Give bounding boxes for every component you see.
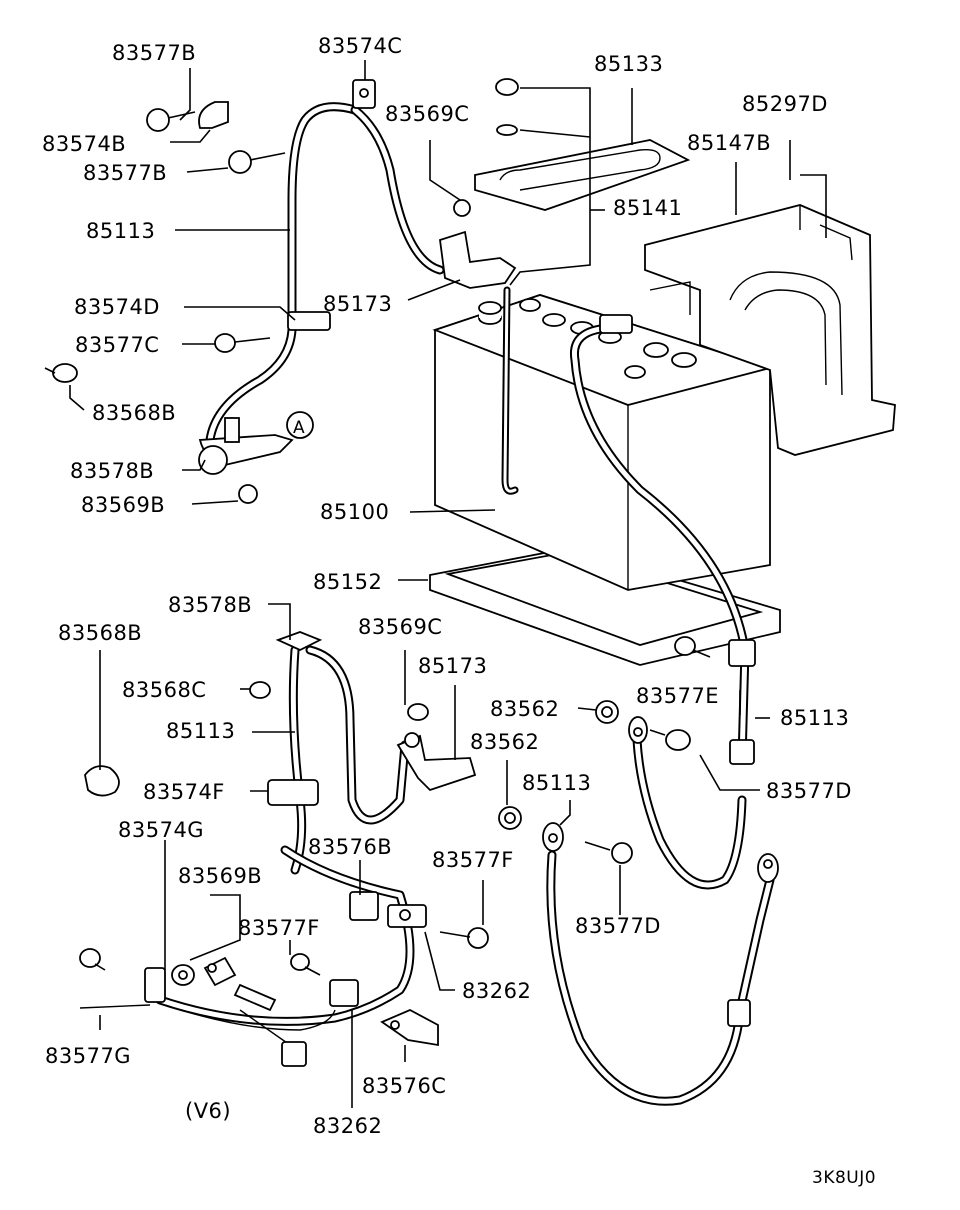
label-83569B-upper: 83569B: [81, 493, 165, 517]
label-83577D-lower: 83577D: [575, 914, 661, 938]
label-85173-lower: 85173: [418, 654, 487, 678]
label-83577E: 83577E: [636, 684, 719, 708]
label-83578B-lower: 83578B: [168, 593, 252, 617]
label-85113-loose: 85113: [522, 771, 591, 795]
label-85152: 85152: [313, 570, 382, 594]
label-83577G: 83577G: [45, 1044, 131, 1068]
callout-A: A: [293, 418, 305, 438]
label-83574G: 83574G: [118, 818, 204, 842]
label-83569B-lower: 83569B: [178, 864, 262, 888]
loose-cable-85113-b: [542, 822, 779, 1106]
label-83574B: 83574B: [42, 132, 126, 156]
label-v6-variant: (V6): [185, 1099, 231, 1123]
label-83568C: 83568C: [122, 678, 206, 702]
label-83574F: 83574F: [143, 780, 225, 804]
leader-lines: [69, 60, 827, 1108]
label-83577B-top: 83577B: [112, 41, 196, 65]
label-83562-right: 83562: [490, 697, 559, 721]
label-83576B: 83576B: [308, 835, 392, 859]
label-85173-upper: 85173: [323, 292, 392, 316]
label-83577D-right: 83577D: [766, 779, 852, 803]
label-83578B-upper: 83578B: [70, 459, 154, 483]
label-83569C-top: 83569C: [385, 102, 469, 126]
label-83262-right: 83262: [462, 979, 531, 1003]
battery-negative-cable: [569, 314, 756, 765]
label-83574C: 83574C: [318, 34, 402, 58]
label-85147B: 85147B: [687, 131, 771, 155]
loose-cable-85113-a: [628, 716, 747, 890]
label-83577C: 83577C: [75, 333, 159, 357]
label-83576C: 83576C: [362, 1074, 446, 1098]
label-83568B-lower: 83568B: [58, 621, 142, 645]
label-83577F-left: 83577F: [238, 916, 320, 940]
label-85297D: 85297D: [742, 92, 828, 116]
label-85141: 85141: [613, 196, 682, 220]
lower-harness: [79, 631, 489, 1067]
hold-down-bracket: [474, 78, 691, 211]
label-83262-bottom: 83262: [313, 1114, 382, 1138]
label-85113-upper: 85113: [86, 219, 155, 243]
label-85113-harness: 85113: [166, 719, 235, 743]
label-83569C-lower: 83569C: [358, 615, 442, 639]
lock-washers: [498, 700, 619, 830]
label-83562-lower: 83562: [470, 730, 539, 754]
diagram-reference-code: 3K8UJ0: [812, 1168, 876, 1188]
label-85100: 85100: [320, 500, 389, 524]
hold-down-rod: [501, 286, 519, 495]
part-labels: 83577B 83574C 85133 83569C 85297D 83574B…: [42, 34, 876, 1188]
label-83577F-right: 83577F: [432, 848, 514, 872]
label-83577B-mid: 83577B: [83, 161, 167, 185]
label-85113-right: 85113: [780, 706, 849, 730]
upper-positive-cable: [44, 79, 517, 504]
battery-cover: [644, 204, 896, 456]
label-83568B-upper: 83568B: [92, 401, 176, 425]
label-85133: 85133: [594, 52, 663, 76]
label-83574D: 83574D: [74, 295, 160, 319]
